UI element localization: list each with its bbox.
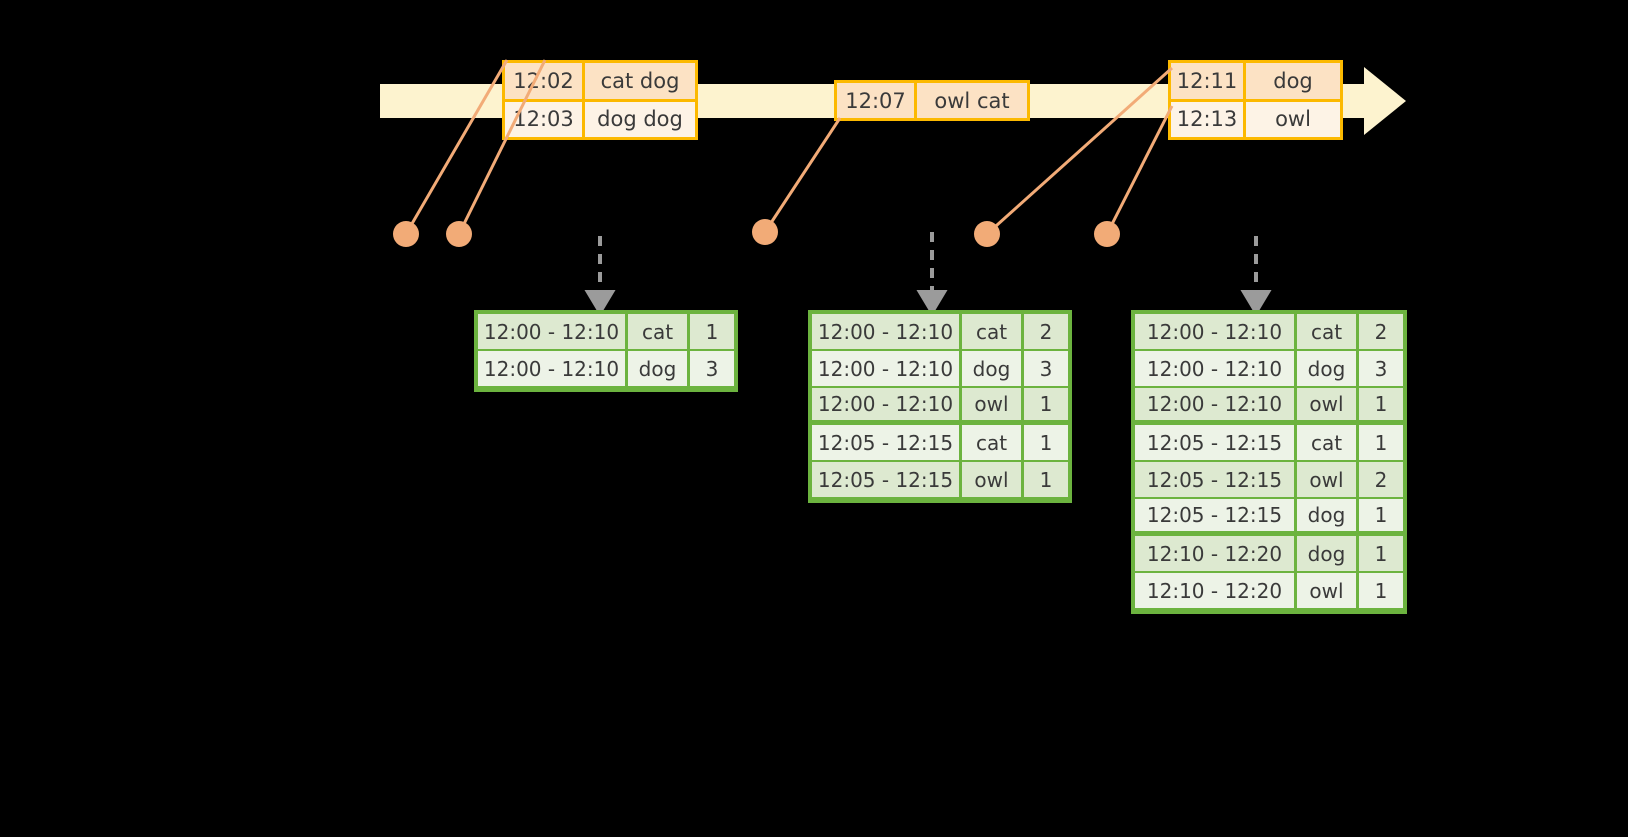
event-time: 12:07	[837, 83, 917, 118]
table-cell-count: 1	[1024, 462, 1068, 499]
event-row: 12:03 dog dog	[505, 98, 695, 137]
flow-arrow-head	[1240, 290, 1272, 316]
table-cell-count: 3	[1359, 351, 1403, 388]
table-cell-word: dog	[1297, 536, 1359, 573]
table-cell-word: owl	[962, 462, 1024, 499]
table-cell-window: 12:00 - 12:10	[812, 388, 962, 425]
table-cell-count: 1	[1359, 499, 1403, 536]
table-cell-word: dog	[628, 351, 690, 388]
event-words: dog	[1246, 63, 1340, 99]
event-row: 12:11 dog	[1171, 63, 1340, 99]
table-cell-window: 12:00 - 12:10	[1135, 314, 1297, 351]
table-cell-count: 2	[1359, 462, 1403, 499]
table-cell-word: cat	[1297, 425, 1359, 462]
table-cell-count: 3	[1024, 351, 1068, 388]
event-dot[interactable]	[1094, 221, 1120, 247]
table-cell-word: cat	[962, 314, 1024, 351]
event-dot[interactable]	[446, 221, 472, 247]
event-time: 12:03	[505, 101, 585, 137]
leader-line	[763, 117, 842, 233]
event-box-1[interactable]: 12:02 cat dog 12:03 dog dog	[502, 60, 698, 140]
table-cell-word: owl	[1297, 388, 1359, 425]
table-cell-count: 1	[1359, 388, 1403, 425]
table-cell-window: 12:00 - 12:10	[1135, 388, 1297, 425]
event-row: 12:07 owl cat	[837, 83, 1027, 118]
table-cell-window: 12:00 - 12:10	[478, 314, 628, 351]
event-row: 12:02 cat dog	[505, 63, 695, 99]
table-cell-word: owl	[962, 388, 1024, 425]
event-words: owl cat	[917, 83, 1027, 118]
table-cell-window: 12:00 - 12:10	[812, 314, 962, 351]
event-time: 12:02	[505, 63, 585, 99]
table-cell-window: 12:00 - 12:10	[812, 351, 962, 388]
table-cell-count: 2	[1359, 314, 1403, 351]
event-words: cat dog	[585, 63, 695, 99]
flow-arrow-head	[584, 290, 616, 316]
event-box-3[interactable]: 12:11 dog 12:13 owl	[1168, 60, 1343, 140]
table-cell-count: 1	[1359, 536, 1403, 573]
event-words: owl	[1246, 101, 1340, 137]
table-cell-count: 3	[690, 351, 734, 388]
event-box-2[interactable]: 12:07 owl cat	[834, 80, 1030, 121]
table-cell-word: dog	[1297, 499, 1359, 536]
event-words: dog dog	[585, 101, 695, 137]
table-cell-word: cat	[1297, 314, 1359, 351]
table-cell-window: 12:05 - 12:15	[1135, 425, 1297, 462]
table-cell-word: owl	[1297, 573, 1359, 610]
event-dot[interactable]	[752, 219, 778, 245]
leader-line	[1105, 105, 1174, 235]
table-cell-count: 1	[690, 314, 734, 351]
table-cell-word: cat	[962, 425, 1024, 462]
table-cell-window: 12:05 - 12:15	[812, 462, 962, 499]
table-cell-word: dog	[962, 351, 1024, 388]
table-cell-window: 12:05 - 12:15	[812, 425, 962, 462]
event-row: 12:13 owl	[1171, 98, 1340, 137]
table-cell-count: 1	[1359, 425, 1403, 462]
table-cell-count: 1	[1359, 573, 1403, 610]
flow-arrow-head	[916, 290, 948, 316]
table-cell-count: 1	[1024, 425, 1068, 462]
event-dot[interactable]	[974, 221, 1000, 247]
table-cell-word: cat	[628, 314, 690, 351]
table-cell-window: 12:10 - 12:20	[1135, 573, 1297, 610]
table-cell-window: 12:05 - 12:15	[1135, 462, 1297, 499]
event-time: 12:13	[1171, 101, 1246, 137]
table-cell-count: 1	[1024, 388, 1068, 425]
table-cell-window: 12:10 - 12:20	[1135, 536, 1297, 573]
table-cell-window: 12:05 - 12:15	[1135, 499, 1297, 536]
table-cell-window: 12:00 - 12:10	[1135, 351, 1297, 388]
timeline-arrowhead	[1364, 67, 1406, 135]
table-cell-word: dog	[1297, 351, 1359, 388]
table-cell-count: 2	[1024, 314, 1068, 351]
event-time: 12:11	[1171, 63, 1246, 99]
table-cell-window: 12:00 - 12:10	[478, 351, 628, 388]
table-cell-word: owl	[1297, 462, 1359, 499]
event-dot[interactable]	[393, 221, 419, 247]
